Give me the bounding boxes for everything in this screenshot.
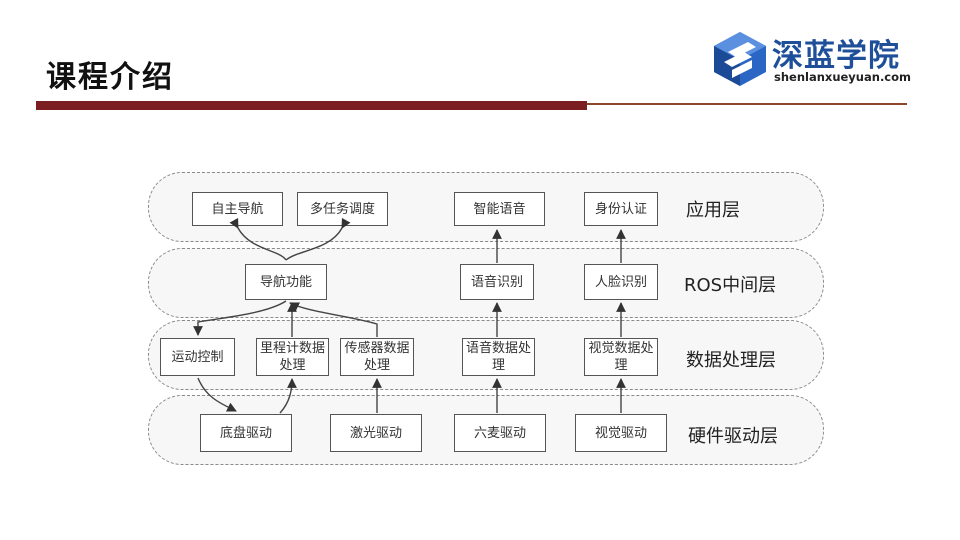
arrow-sensor-to-navfn [289,302,378,337]
node-motion-control: 运动控制 [160,338,235,376]
node-chassis-driver: 底盘驱动 [200,414,292,452]
diagram-arrows [193,217,626,414]
node-six-mic-driver: 六麦驱动 [454,414,546,452]
layer-label-application: 应用层 [686,200,740,221]
arrow-chassis-to-odom [279,378,297,414]
logo: 深蓝学院 shenlanxueyuan.com [712,26,922,92]
node-lidar-driver: 激光驱动 [330,414,422,452]
arrow-motion-to-chassis [197,377,237,412]
node-navigation-function: 导航功能 [245,264,327,300]
node-face-recognition: 人脸识别 [584,264,658,300]
node-audio-processing: 语音数据处理 [462,338,535,376]
logo-domain: shenlanxueyuan.com [774,70,912,84]
layer-label-hardware: 硬件驱动层 [688,426,778,447]
node-sensor-processing: 传感器数据处理 [340,338,414,376]
layer-label-data-processing: 数据处理层 [686,350,776,371]
arrow-navfn-to-nav [229,217,287,261]
logo-name: 深蓝学院 [772,38,900,74]
node-identity-auth: 身份认证 [584,192,658,226]
title-underline [36,101,587,110]
node-speech-recognition: 语音识别 [460,264,534,300]
cube-logo-icon [714,32,766,86]
node-smart-voice: 智能语音 [454,192,545,226]
layer-label-middleware: ROS中间层 [684,275,777,296]
arrow-navfn-to-motion [193,300,287,336]
node-odometry-processing: 里程计数据处理 [256,338,329,376]
arrow-navfn-to-multi [285,217,351,261]
slide-title: 课程介绍 [46,60,174,95]
node-vision-processing: 视觉数据处理 [584,338,658,376]
node-vision-driver: 视觉驱动 [575,414,667,452]
title-underline-thin [587,103,907,105]
architecture-diagram: 应用层 ROS中间层 数据处理层 硬件驱动层 自主导航 多任务调度 智能语音 身… [140,168,830,478]
